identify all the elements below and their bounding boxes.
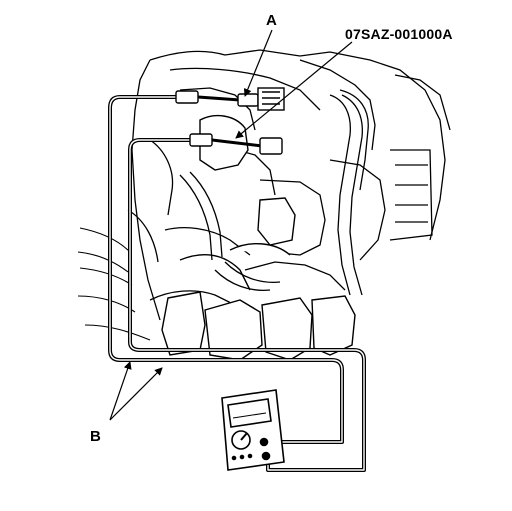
leader-b-1 [109, 361, 132, 421]
multimeter-jack-2 [261, 451, 271, 461]
multimeter-jack-1 [259, 437, 269, 447]
engine-hoses [127, 94, 363, 296]
callout-a: A [266, 12, 277, 29]
callout-tool-number: 07SAZ-001000A [345, 26, 453, 42]
wire-harness [77, 227, 151, 341]
leader-b-2 [109, 367, 163, 421]
engine-bay-outline [131, 49, 451, 321]
test-harness-connectors [175, 87, 285, 155]
connector-lower-left [189, 133, 213, 147]
connector-lower-right [259, 137, 283, 155]
engine-components [161, 114, 356, 361]
multimeter-display [227, 398, 272, 428]
leader-tool [235, 41, 353, 139]
multimeter [221, 389, 285, 471]
leader-a [243, 29, 273, 97]
callout-leader-lines [109, 29, 353, 421]
connector-upper-left [175, 90, 199, 104]
callout-b: B [90, 428, 101, 445]
connector-upper-right [237, 93, 259, 107]
